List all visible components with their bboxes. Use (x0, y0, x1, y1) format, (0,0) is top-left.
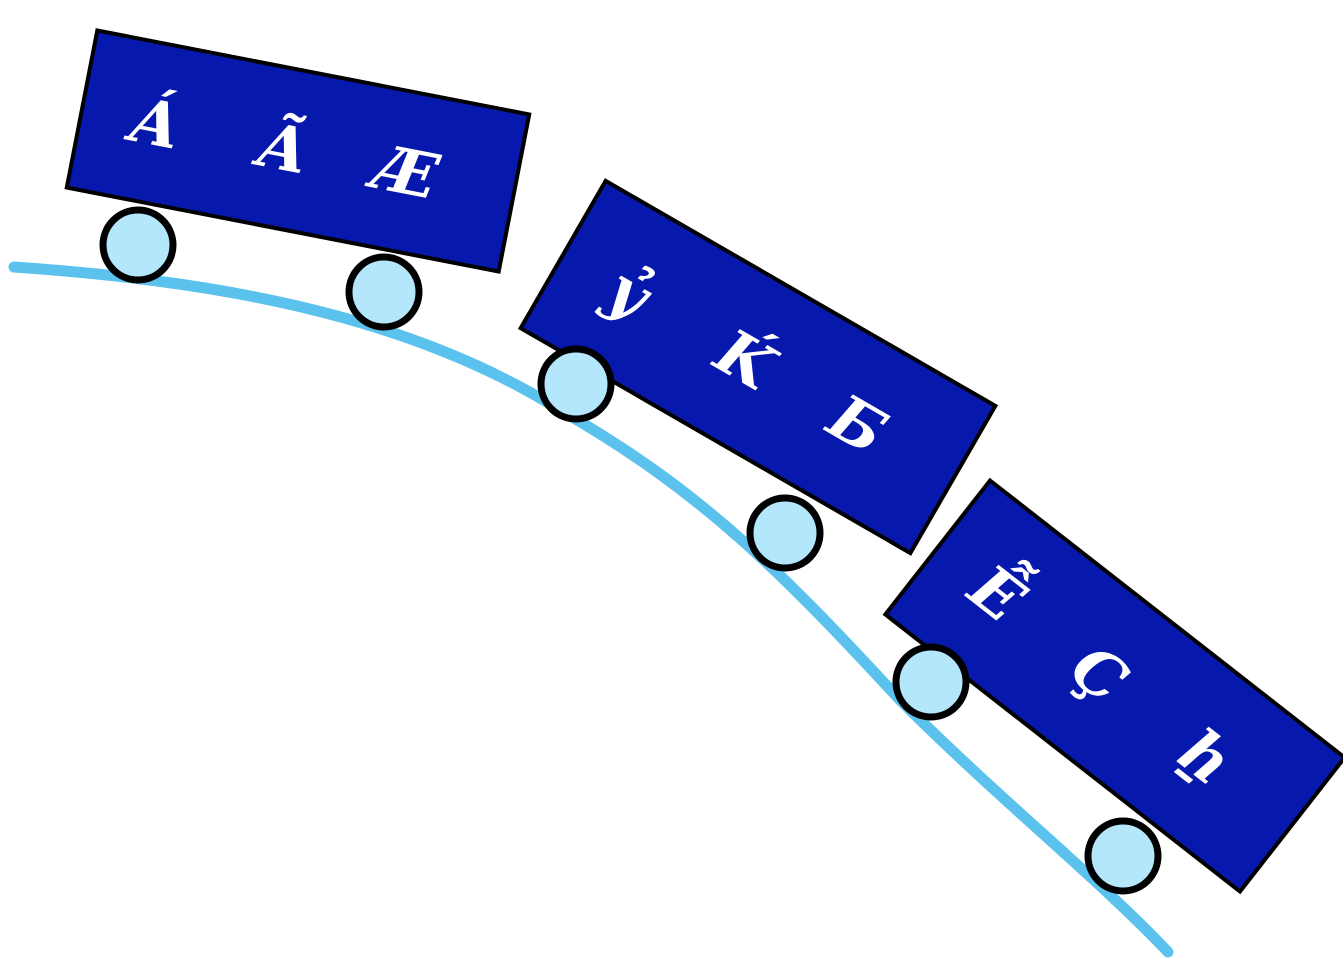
car-2: ỷ Ḱ Ƃ (517, 178, 999, 556)
car-3-front-wheel (1084, 817, 1162, 895)
car-2-body (517, 178, 999, 556)
car-1-body (64, 28, 532, 274)
car-1-rear-wheel (99, 206, 177, 284)
track-curve (8, 261, 1174, 958)
car-2-front-wheel (746, 494, 824, 572)
car-1-front-wheel (345, 253, 423, 331)
car-2-rear-wheel (537, 345, 615, 423)
car-1: Á Ã Æ (64, 28, 532, 274)
car-3-body (882, 477, 1343, 895)
car-3-rear-wheel (892, 643, 970, 721)
car-3: Ễ Ç ẖ (882, 477, 1343, 895)
